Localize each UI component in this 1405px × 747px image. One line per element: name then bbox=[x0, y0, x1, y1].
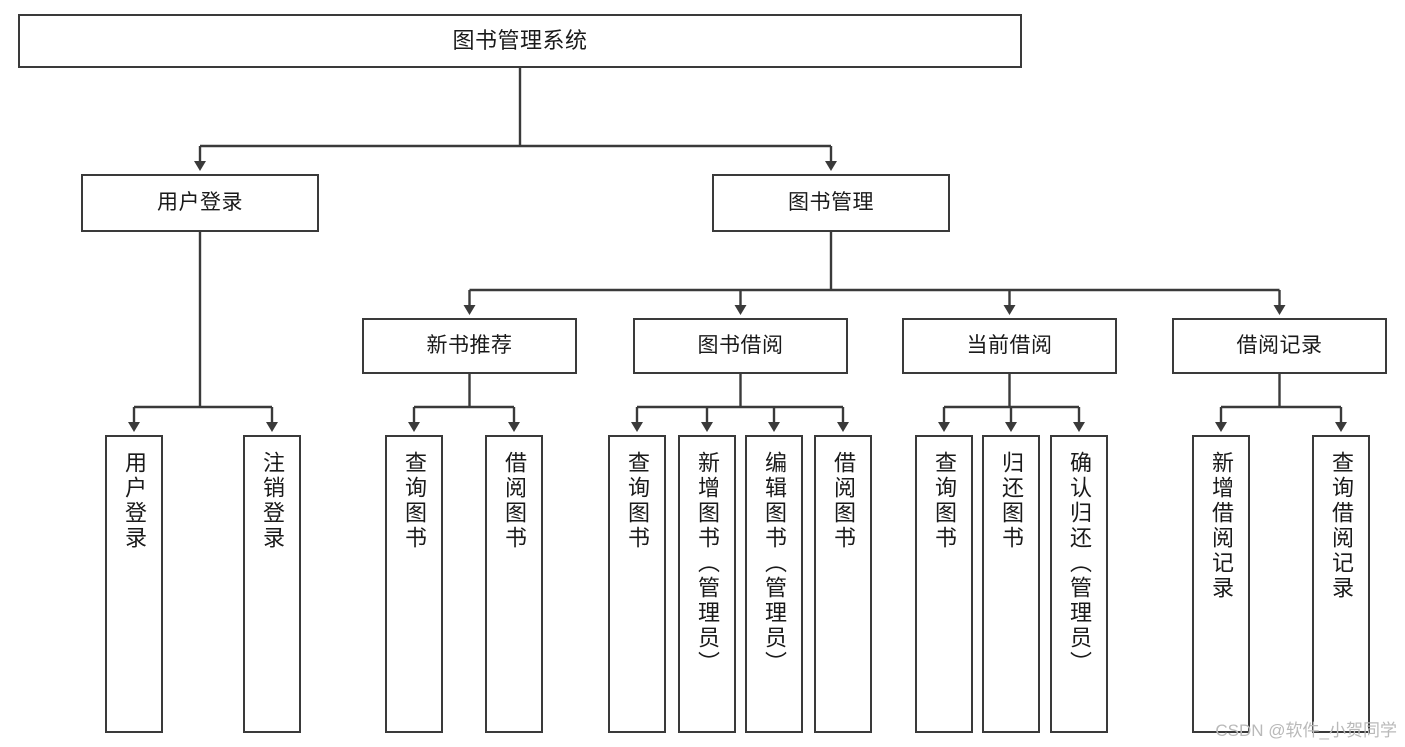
node-label: 用户登录 bbox=[157, 190, 243, 214]
node-label: 图书管理系统 bbox=[452, 28, 588, 54]
node-label: 查询图书 bbox=[932, 451, 957, 551]
node-login[interactable]: 用户登录 bbox=[81, 174, 319, 232]
node-l9[interactable]: 查询图书 bbox=[915, 435, 973, 733]
node-label: 注销登录 bbox=[260, 451, 285, 551]
node-label: 借阅图书 bbox=[502, 451, 527, 551]
node-root[interactable]: 图书管理系统 bbox=[18, 14, 1022, 68]
node-newbook[interactable]: 新书推荐 bbox=[362, 318, 577, 374]
node-l12[interactable]: 新增借阅记录 bbox=[1192, 435, 1250, 733]
node-l5[interactable]: 查询图书 bbox=[608, 435, 666, 733]
node-l7[interactable]: 编辑图书（管理员） bbox=[745, 435, 803, 733]
node-l8[interactable]: 借阅图书 bbox=[814, 435, 872, 733]
node-label: 新书推荐 bbox=[426, 333, 513, 357]
node-label: 借阅图书 bbox=[831, 451, 856, 551]
node-label: 确认归还（管理员） bbox=[1067, 451, 1092, 676]
node-label: 借阅记录 bbox=[1236, 333, 1323, 357]
node-label: 图书管理 bbox=[788, 190, 874, 214]
node-label: 归还图书 bbox=[999, 451, 1024, 551]
node-l6[interactable]: 新增图书（管理员） bbox=[678, 435, 736, 733]
node-label: 新增借阅记录 bbox=[1209, 451, 1234, 601]
node-label: 图书借阅 bbox=[697, 333, 784, 357]
node-label: 查询借阅记录 bbox=[1329, 451, 1354, 601]
node-label: 查询图书 bbox=[402, 451, 427, 551]
node-label: 查询图书 bbox=[625, 451, 650, 551]
node-bookmgmt[interactable]: 图书管理 bbox=[712, 174, 950, 232]
node-current[interactable]: 当前借阅 bbox=[902, 318, 1117, 374]
watermark-text: CSDN @软件_小贺同学 bbox=[1215, 721, 1397, 740]
node-label: 新增图书（管理员） bbox=[695, 451, 720, 676]
node-l4[interactable]: 借阅图书 bbox=[485, 435, 543, 733]
node-l10[interactable]: 归还图书 bbox=[982, 435, 1040, 733]
node-borrow[interactable]: 图书借阅 bbox=[633, 318, 848, 374]
node-record[interactable]: 借阅记录 bbox=[1172, 318, 1387, 374]
node-label: 当前借阅 bbox=[966, 333, 1053, 357]
node-l3[interactable]: 查询图书 bbox=[385, 435, 443, 733]
node-label: 编辑图书（管理员） bbox=[762, 451, 787, 676]
node-l1[interactable]: 用户登录 bbox=[105, 435, 163, 733]
node-l13[interactable]: 查询借阅记录 bbox=[1312, 435, 1370, 733]
node-label: 用户登录 bbox=[122, 451, 147, 551]
node-l11[interactable]: 确认归还（管理员） bbox=[1050, 435, 1108, 733]
node-l2[interactable]: 注销登录 bbox=[243, 435, 301, 733]
